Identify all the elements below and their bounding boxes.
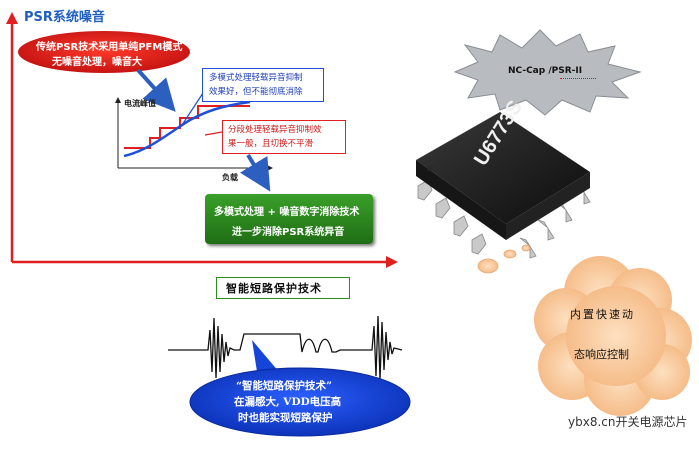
multi-mode-box bbox=[202, 68, 324, 102]
arrow-to-green bbox=[240, 153, 271, 192]
segmented-line2: 果一般，且切换不平滑 bbox=[228, 139, 314, 149]
short-circuit-label-box bbox=[216, 277, 350, 299]
short-circuit-oval-line1: “智能短路保护技术” bbox=[236, 380, 333, 392]
arrow-to-inset bbox=[136, 68, 176, 112]
axis-title: PSR系统噪音 bbox=[24, 10, 105, 25]
nc-cap-label: NC-Cap /PSR-II bbox=[508, 66, 583, 76]
nc-cap-starburst bbox=[453, 29, 642, 116]
chip-package bbox=[416, 112, 591, 259]
inset-chart bbox=[115, 97, 273, 171]
short-circuit-oval-line2: 在漏感大, VDD电压高 bbox=[234, 396, 342, 408]
segmented-box bbox=[222, 120, 346, 154]
short-circuit-oval bbox=[189, 367, 411, 437]
noise-cancel-box bbox=[205, 194, 373, 244]
traditional-psr-line2: 无噪音处理，噪音大 bbox=[52, 57, 142, 68]
multi-mode-line2: 效果好，但不能彻底消除 bbox=[209, 87, 303, 97]
inset-ylabel: 电流峰值 bbox=[124, 99, 156, 108]
noise-cancel-line2: 进一步消除PSR系统异音 bbox=[232, 227, 345, 238]
inset-xlabel: 负载 bbox=[222, 173, 238, 182]
multi-mode-line1: 多模式处理轻载异音抑制 bbox=[209, 73, 303, 83]
nc-cap-underline bbox=[560, 78, 596, 79]
traditional-psr-oval bbox=[18, 31, 190, 73]
main-axes bbox=[6, 12, 398, 268]
short-circuit-oval-line3: 时也能实现短路保护 bbox=[238, 412, 333, 424]
noise-cancel-line1: 多模式处理 + 噪音数字消除技术 bbox=[214, 207, 360, 218]
traditional-psr-line1: 传统PSR技术采用单纯PFM模式 bbox=[36, 42, 183, 53]
thought-bubbles bbox=[477, 244, 531, 274]
watermark: ybx8.cn开关电源芯片 bbox=[568, 415, 688, 429]
short-circuit-label: 智能短路保护技术 bbox=[226, 282, 322, 295]
cloud-line2: 态响应控制 bbox=[574, 348, 629, 361]
cloud-line1: 内置快速动 bbox=[570, 308, 635, 321]
segmented-line1: 分段处理轻载异音抑制效 bbox=[228, 125, 322, 135]
response-cloud bbox=[534, 256, 692, 416]
short-circuit-waveform bbox=[168, 315, 403, 381]
